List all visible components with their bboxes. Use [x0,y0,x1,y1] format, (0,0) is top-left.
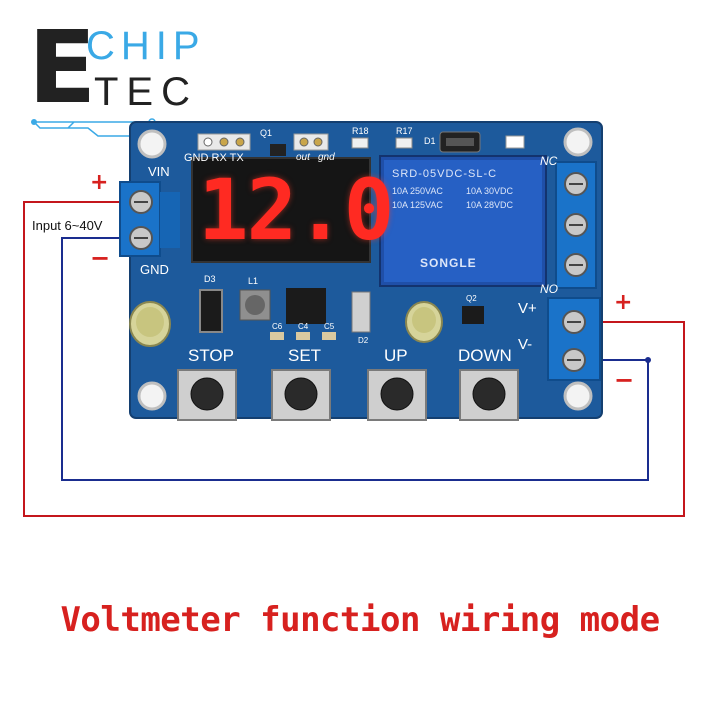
relay-rating-2: 10A 30VDC [466,186,514,196]
caption-text: Voltmeter function wiring mode [60,600,660,640]
l1-label: L1 [248,276,259,286]
capacitors [129,301,443,347]
relay-terminal-block [555,161,597,289]
no-label: NO [540,282,558,296]
gnd-label: GND [140,262,169,277]
q2-label: Q2 [466,294,477,303]
c4-label: C4 [298,322,309,331]
relay-rating-3: 10A 125VAC [392,200,443,210]
input-terminal-block [119,181,180,257]
stop-button-label: STOP [188,346,234,365]
d1-label: D1 [424,136,436,146]
display-reading: 12.0 [198,161,394,259]
up-button-label: UP [384,346,408,365]
vin-label: VIN [148,164,170,179]
r17-label: R17 [396,126,413,136]
out-label: out [296,152,310,163]
measure-terminal-block [547,297,601,381]
r18-label: R18 [352,126,369,136]
v-minus-label: V- [518,336,533,353]
down-button-label: DOWN [458,346,512,365]
measure-minus-sign: − [614,366,635,394]
relay-model: SRD-05VDC-SL-C [392,168,498,180]
input-voltage-label: Input 6~40V [30,218,105,233]
relay [379,155,547,287]
header-pins [197,133,329,151]
nc-label: NC [540,154,558,168]
relay-brand: SONGLE [420,256,477,270]
c5-label: C5 [324,322,335,331]
negative-wire [61,237,649,481]
input-plus-sign: + [90,170,109,195]
relay-rating-1: 10A 250VAC [392,186,443,196]
d3-label: D3 [204,274,216,284]
gnd-small-label: gnd [318,152,335,163]
measure-plus-sign: + [614,290,633,315]
led-display [191,157,371,263]
push-buttons [177,369,519,421]
header-pin-labels: GND RX TX [184,152,244,164]
set-button-label: SET [288,346,322,365]
relay-rating-4: 10A 28VDC [466,200,514,210]
logo-chip-text: CHIP [86,24,206,68]
positive-wire [23,201,685,517]
mounting-holes [137,127,593,411]
d2-label: D2 [358,336,369,345]
input-minus-sign: − [90,244,111,272]
q1-label: Q1 [260,128,273,138]
v-plus-label: V+ [518,300,537,317]
logo-letter-e: E [28,9,97,126]
logo-tec-text: TEC [94,70,198,114]
echiptec-logo: E CHIP TEC [28,9,228,140]
c6-label: C6 [272,322,283,331]
